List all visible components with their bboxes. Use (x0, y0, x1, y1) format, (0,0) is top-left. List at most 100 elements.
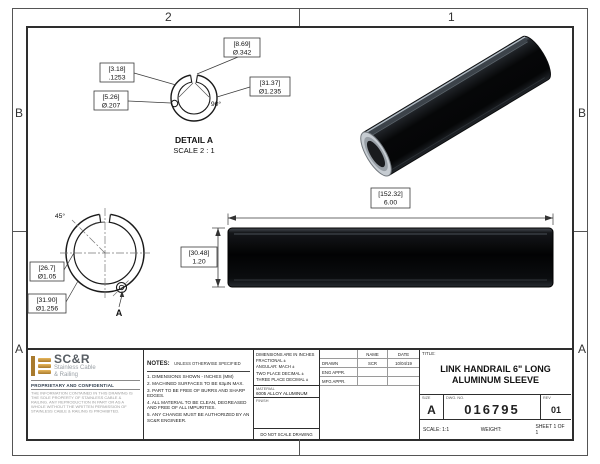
zone-label-top-1: 1 (448, 10, 455, 24)
approval-row-name (358, 377, 388, 386)
svg-text:Ø1.235: Ø1.235 (259, 89, 282, 96)
approval-row-date (388, 377, 419, 386)
approvals-name-header: NAME (358, 350, 388, 359)
scale-row: SCALE: 1:1 WEIGHT: SHEET 1 OF 1 (420, 419, 571, 439)
detail-a-caption: DETAIL A (175, 135, 213, 145)
zone-label-left-b: B (15, 106, 24, 120)
zone-tick-right (574, 231, 588, 232)
svg-text:.1253: .1253 (108, 75, 125, 82)
sheet-outer-border (12, 8, 588, 456)
drawing-views: 90° [8.69] Ø.342 [3.18] .1253 [31.37] Ø1… (27, 35, 554, 318)
approvals-empty-area (320, 386, 419, 439)
tolerance-line: ANGULAR: MACH ± (256, 364, 295, 370)
title-block: SC&R Stainless Cable & Railing PROPRIETA… (28, 348, 572, 439)
note-item-5: 5. ANY CHANGE MUST BE AUTHORIZED BY AN S… (147, 412, 250, 423)
legal-text-content: THE INFORMATION CONTAINED IN THIS DRAWIN… (31, 391, 133, 414)
svg-text:[26.7]: [26.7] (38, 265, 55, 272)
svg-text:Ø.342: Ø.342 (233, 50, 252, 57)
dim-detail-od: [31.37] Ø1.235 (216, 76, 291, 98)
railing-logo-icon (31, 355, 51, 376)
material-section: MATERIAL 6005 ALLOY ALUMINUM (254, 385, 319, 397)
dim-wall-thickness: [3.18] .1253 (99, 62, 177, 86)
drawing-title-area: TITLE: LINK HANDRAIL 6" LONG ALUMINUM SL… (420, 350, 571, 394)
front-angle-label: 45° (55, 212, 66, 220)
zone-label-top-2: 2 (165, 10, 172, 24)
dwg-no-value: 016795 (464, 402, 520, 417)
svg-text:6.00: 6.00 (384, 200, 397, 207)
finish-label: FINISH (256, 399, 269, 404)
approval-row-label: MFG APPR. (320, 377, 358, 386)
weight-text: WEIGHT: (480, 426, 502, 433)
company-subtitle-2: & Railing (54, 371, 79, 378)
scale-text: SCALE: 1:1 (423, 426, 450, 433)
proprietary-label: PROPRIETARY AND CONFIDENTIAL (31, 380, 140, 390)
rev-value: 01 (550, 404, 561, 415)
side-view: [152.32] 6.00 [30.48] 1.20 (180, 187, 554, 288)
drawing-meta-row: SIZE A DWG. NO. 016795 REV 01 (420, 394, 571, 419)
tolerance-lines: DIMENSIONS ARE IN INCHES FRACTIONAL ± AN… (254, 350, 319, 385)
approval-row-label: ENG APPR. (320, 368, 358, 377)
sheet-inner-border (26, 26, 574, 441)
front-view: 45° [26.7] Ø1.05 [31.90] Ø1.256 A (27, 208, 150, 318)
svg-text:[3.18]: [3.18] (108, 66, 125, 73)
notes-unless: UNLESS OTHERWISE SPECIFIED (174, 361, 241, 366)
note-item-2: 2. MACHINED SURFACES TO BE 63µIN MAX. (147, 380, 244, 386)
isometric-view (360, 35, 551, 177)
finish-section: FINISH (254, 397, 319, 404)
detail-a-view: 90° [8.69] Ø.342 [3.18] .1253 [31.37] Ø1… (93, 37, 291, 155)
sleeve-side-profile (227, 227, 554, 288)
company-block: SC&R Stainless Cable & Railing PROPRIETA… (28, 350, 144, 439)
drawing-title-line-1: LINK HANDRAIL 6" LONG (440, 364, 551, 374)
material-label: MATERIAL (256, 387, 275, 392)
approval-row-name: SCR (358, 359, 388, 368)
svg-text:1.20: 1.20 (192, 259, 205, 266)
legal-text: THE INFORMATION CONTAINED IN THIS DRAWIN… (31, 391, 140, 437)
detail-a-scale: SCALE 2 : 1 (173, 146, 214, 155)
notes-header: NOTES: UNLESS OTHERWISE SPECIFIED (147, 352, 250, 372)
detail-angle-label: 90° (211, 100, 222, 108)
size-box: SIZE A (420, 395, 444, 419)
zone-label-left-a: A (15, 342, 24, 356)
title-label: TITLE: (422, 351, 436, 356)
notes-title: NOTES: (147, 361, 170, 367)
approval-row-date: 10/04/19 (388, 359, 419, 368)
drawing-title: LINK HANDRAIL 6" LONG ALUMINUM SLEEVE (422, 356, 569, 393)
svg-text:[30.48]: [30.48] (189, 250, 210, 257)
dim-length: [152.32] 6.00 (227, 187, 554, 225)
tolerance-line: THREE PLACE DECIMAL ± (256, 376, 309, 382)
svg-text:[31.90]: [31.90] (37, 297, 58, 304)
zone-tick-top (299, 8, 300, 26)
material-value: 6005 ALLOY ALUMINUM (256, 391, 308, 397)
approvals-corner (320, 350, 358, 359)
note-item-3: 3. PART TO BE FREE OF BURRS AND SHARP ED… (147, 387, 246, 398)
note-item-4: 4. ALL MATERIAL TO BE CLEAN, DEGREASED A… (147, 400, 247, 411)
tolerance-line: DIMENSIONS ARE IN INCHES (256, 352, 315, 357)
approvals-table: NAME DATE DRAWN SCR 10/04/19 ENG APPR. M… (320, 350, 420, 439)
svg-text:Ø1.256: Ø1.256 (36, 306, 59, 313)
tolerance-line: FRACTIONAL ± (256, 358, 286, 364)
dim-height: [30.48] 1.20 (180, 227, 225, 288)
approval-row-label: DRAWN (320, 359, 358, 368)
svg-text:Ø1.05: Ø1.05 (38, 274, 57, 281)
zone-label-right-b: B (578, 106, 587, 120)
svg-text:[5.26]: [5.26] (102, 94, 119, 101)
company-logo: SC&R Stainless Cable & Railing (31, 353, 140, 378)
detail-a-callout: A (116, 290, 125, 318)
dwg-no-label: DWG. NO. (446, 396, 465, 400)
sheet-text: SHEET 1 OF 1 (535, 423, 565, 436)
approvals-date-header: DATE (388, 350, 419, 359)
dim-front-id: [26.7] Ø1.05 (29, 251, 75, 282)
tolerance-block: DIMENSIONS ARE IN INCHES FRACTIONAL ± AN… (254, 350, 320, 439)
drawing-title-line-2: ALUMINUM SLEEVE (451, 374, 539, 385)
svg-text:A: A (116, 308, 123, 318)
approval-row-date (388, 368, 419, 377)
company-subtitle-1: Stainless Cable (54, 365, 96, 371)
zone-tick-bottom (299, 438, 300, 456)
dim-front-od: [31.90] Ø1.256 (27, 280, 79, 314)
notes-block: NOTES: UNLESS OTHERWISE SPECIFIED 1. DIM… (144, 350, 254, 439)
rev-box: REV 01 (541, 395, 571, 419)
svg-text:[31.37]: [31.37] (260, 80, 281, 87)
rev-label: REV (543, 396, 551, 400)
svg-text:[152.32]: [152.32] (378, 191, 403, 198)
